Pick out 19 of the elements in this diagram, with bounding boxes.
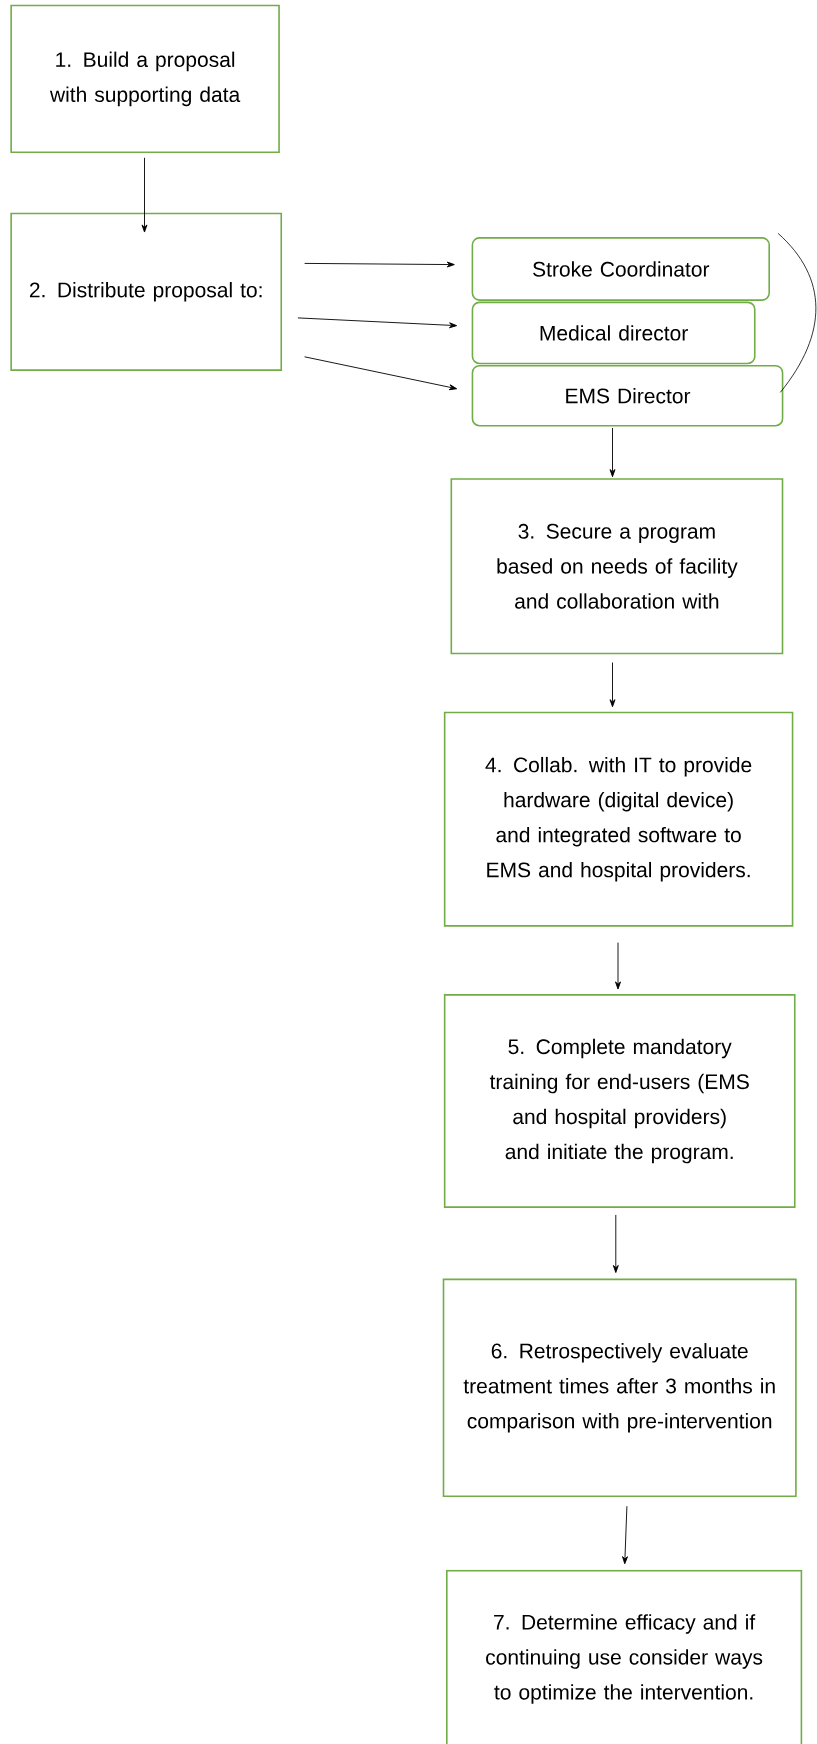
participant-box: Stroke Coordinator: [471, 237, 770, 301]
step-box: 6. Retrospectively evaluate treatment times after 3 months in comparison with pre-intervention: [442, 1278, 797, 1497]
arrow: [141, 157, 148, 233]
arrow: [609, 427, 616, 478]
arrow: [612, 1214, 619, 1273]
arrow: [304, 356, 458, 391]
arrow: [609, 662, 616, 708]
step-box: 7. Determine efficacy and if continuing use consider ways to optimize the intervention.: [446, 1569, 803, 1744]
arrow: [622, 1505, 628, 1565]
step-box: 5. Complete mandatory training for end-users (EMS and hospital providers) and initiate the program.: [443, 994, 796, 1208]
step-box: 1. Build a proposal with supporting data: [10, 4, 280, 154]
arrow: [297, 317, 458, 329]
participant-box: EMS Director: [471, 364, 784, 427]
participant-box: Medical director: [471, 301, 756, 365]
step-box: 3. Secure a program based on needs of facility and collaboration with: [450, 478, 784, 655]
arrow: [304, 261, 455, 268]
step-box: 4. Collab. with IT to provide hardware (digital device) and integrated software to EMS and hospital providers.: [443, 711, 794, 927]
arrow: [615, 942, 621, 990]
step-box: 2. Distribute proposal to:: [10, 212, 283, 371]
